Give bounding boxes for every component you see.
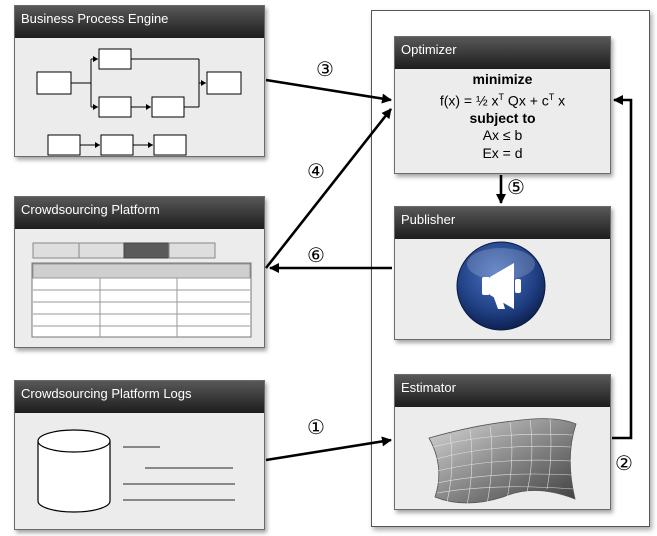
- publisher-title: Publisher: [395, 207, 610, 239]
- step-6-marker: ⑥: [307, 243, 325, 267]
- platform-tab-4: [168, 242, 216, 259]
- platform-table-illustration: [31, 242, 252, 338]
- optimizer-panel: Optimizer minimize f(x) = ½ xT Qx + cT x…: [394, 36, 611, 174]
- business-process-engine-panel: Business Process Engine: [14, 5, 265, 157]
- crowdsourcing-platform-logs-title: Crowdsourcing Platform Logs: [15, 381, 264, 413]
- estimator-title: Estimator: [395, 375, 610, 407]
- optimization-formula: minimize f(x) = ½ xT Qx + cT x subject t…: [395, 69, 610, 162]
- platform-tab-2: [78, 242, 125, 259]
- inequality-constraint: Ax ≤ b: [482, 127, 523, 144]
- crowdsourcing-platform-logs-panel: Crowdsourcing Platform Logs: [14, 380, 265, 530]
- surface-mesh-icon: [428, 418, 577, 506]
- crowdsourcing-platform-panel: Crowdsourcing Platform: [14, 196, 265, 348]
- megaphone-icon: [456, 241, 546, 331]
- platform-tab-active: [123, 242, 170, 259]
- crowdsourcing-platform-title: Crowdsourcing Platform: [15, 197, 264, 229]
- objective-function: f(x) = ½ xT Qx + cT x: [439, 91, 566, 109]
- minimize-label: minimize: [472, 71, 533, 87]
- business-process-engine-title: Business Process Engine: [15, 6, 264, 38]
- platform-tab-1: [32, 242, 80, 259]
- equality-constraint: Ex = d: [482, 144, 523, 161]
- step-4-marker: ④: [307, 159, 325, 183]
- process-flow-diagram: [36, 48, 242, 156]
- step-1-marker: ①: [307, 415, 325, 439]
- subject-to-label: subject to: [469, 109, 536, 126]
- step-3-marker: ③: [316, 57, 334, 81]
- database-icon: [37, 429, 235, 513]
- optimizer-title: Optimizer: [395, 37, 610, 69]
- estimator-panel: Estimator: [394, 374, 611, 510]
- publisher-panel: Publisher: [394, 206, 611, 340]
